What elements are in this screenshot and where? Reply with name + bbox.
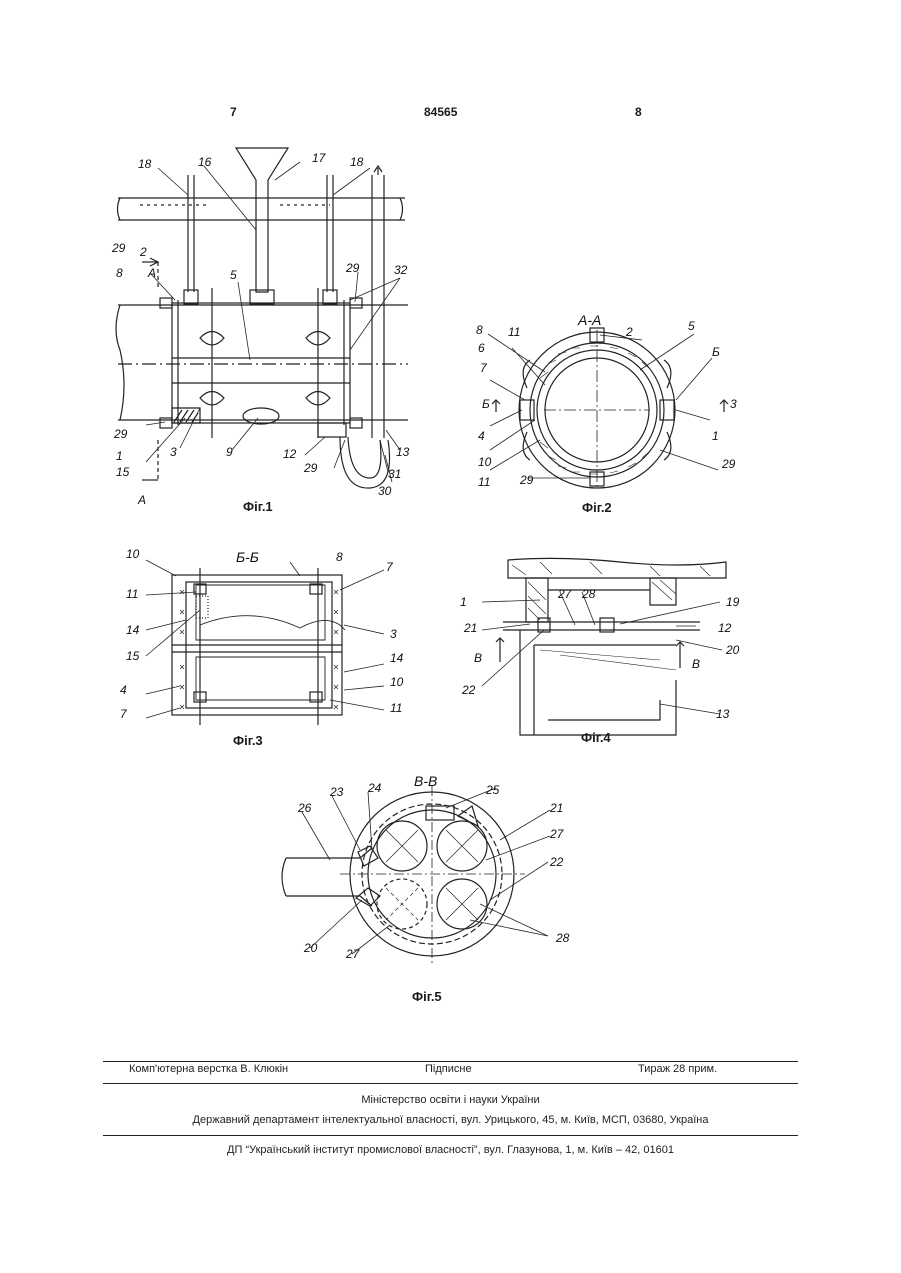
figure-1-label: 18 [138,157,152,171]
figure-5-label: 27 [549,827,565,841]
figure-5-labels: В-В 26 23 24 25 21 27 22 20 27 28 [297,773,570,961]
figure-3-label: 7 [386,560,394,574]
figure-3-label: 10 [126,547,140,561]
footer-top-rule [103,1061,798,1062]
figure-5-drawing [282,786,550,965]
figure-4-label: 28 [581,587,596,601]
figure-1-label: 31 [388,467,401,481]
figure-4-label: 21 [463,621,477,635]
figure-4-label: 13 [716,707,730,721]
figure-2-label: 8 [476,323,483,337]
figure-4-label: В [474,651,482,665]
footer-bottom-rule [103,1135,798,1136]
footer-ministry: Міністерство освіти і науки України [0,1094,901,1106]
figure-5-label: 20 [303,941,318,955]
figure-1-drawing [116,148,408,488]
figure-1-label: 29 [113,427,128,441]
figure-3-label: 4 [120,683,127,697]
figure-2-label: 5 [688,319,695,333]
figure-1-caption: Фіг.1 [243,499,273,514]
figure-3-label: 11 [126,587,138,601]
footer-circulation: Тираж 28 прим. [638,1063,717,1075]
footer-typesetting: Комп'ютерна верстка В. Клюкін [129,1063,288,1075]
figure-1-label: 17 [312,151,327,165]
figure-2-drawing [488,328,728,490]
figure-2-label: 11 [478,475,490,489]
figure-2-label: 1 [712,429,719,443]
figure-5-label: 28 [555,931,570,945]
figure-1-label: 15 [116,465,130,479]
figure-3-caption: Фіг.3 [233,733,263,748]
figure-2-section-title: А-А [577,312,601,328]
footer-subscription: Підписне [425,1063,472,1075]
figure-3-label: 15 [126,649,140,663]
figure-3-section-title: Б-Б [236,549,259,565]
figure-1-label: 29 [303,461,318,475]
footer-institute: ДП “Український інститут промислової вла… [0,1144,901,1156]
figure-4-label: В [692,657,700,671]
figure-5-label: 26 [297,801,312,815]
figure-2-label: 29 [721,457,736,471]
figure-4-label: 20 [725,643,740,657]
figure-1-label: 29 [111,241,126,255]
figure-1-label: 9 [226,445,233,459]
figure-4-label: 1 [460,595,467,609]
figure-1-label: 16 [198,155,212,169]
patent-drawings: 18 16 17 18 29 2 А 8 5 29 32 29 15 1 3 9… [0,0,901,1020]
figure-1-label: 8 [116,266,123,280]
figure-1-label: 1 [116,449,123,463]
figure-2-labels: А-А 8 11 6 7 Б 4 10 11 29 2 5 Б 3 1 29 [476,312,737,489]
figure-5-label: 23 [329,785,344,799]
figure-3-drawing [146,560,384,725]
figure-3-label: 14 [126,623,140,637]
figure-1-label: А [147,266,156,280]
figure-3-labels: Б-Б 10 11 14 15 4 7 8 7 3 14 10 11 [120,547,404,721]
figure-1-label: 5 [230,268,237,282]
figure-1-label: 2 [139,245,147,259]
figure-1-label: 30 [378,484,392,498]
figure-5-section-title: В-В [414,773,437,789]
figure-5-label: 27 [345,947,361,961]
figure-2-label: Б [482,397,490,411]
figure-4-label: 22 [461,683,476,697]
figure-5-caption: Фіг.5 [412,989,442,1004]
figure-2-label: Б [712,345,720,359]
figure-2-label: 2 [625,325,633,339]
figure-2-label: 29 [519,473,534,487]
figure-5-label: 24 [367,781,382,795]
figure-3-label: 7 [120,707,128,721]
figure-3-label: 3 [390,627,397,641]
figure-1-label: 32 [394,263,408,277]
figure-1-label: 3 [170,445,177,459]
figure-4-label: 27 [557,587,573,601]
figure-1-label: 29 [345,261,360,275]
figure-2-label: 10 [478,455,492,469]
figure-5-label: 25 [485,783,500,797]
figure-1-label: 18 [350,155,364,169]
figure-4-label: 12 [718,621,732,635]
figure-2-label: 3 [730,397,737,411]
footer-department: Державний департамент інтелектуальної вл… [0,1114,901,1126]
figure-3-label: 8 [336,550,343,564]
figure-1-label: 12 [283,447,297,461]
figure-4-caption: Фіг.4 [581,730,611,745]
figure-2-caption: Фіг.2 [582,500,612,515]
figure-4-label: 19 [726,595,740,609]
figure-5-label: 22 [549,855,564,869]
figure-4-drawing [482,558,726,735]
figure-5-label: 21 [549,801,563,815]
figure-2-label: 11 [508,325,520,339]
figure-1-label: А [137,493,146,507]
figure-3-label: 11 [390,701,402,715]
figure-2-label: 6 [478,341,485,355]
figure-2-label: 4 [478,429,485,443]
figure-2-label: 7 [480,361,488,375]
figure-1-label: 13 [396,445,410,459]
figure-3-label: 14 [390,651,404,665]
footer-mid-rule [103,1083,798,1084]
figure-3-label: 10 [390,675,404,689]
